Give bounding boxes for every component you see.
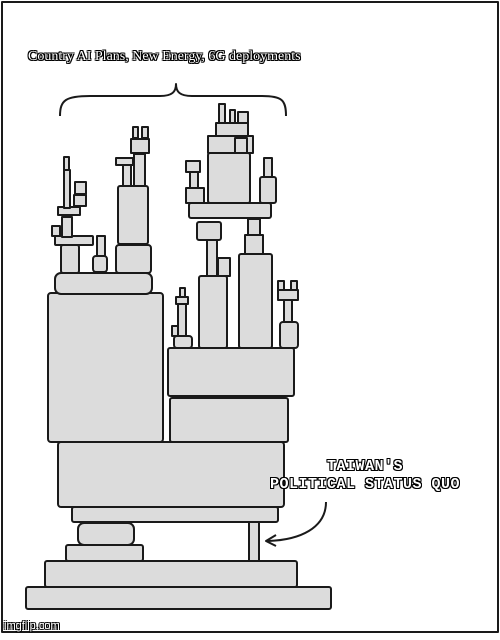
status-quo-label: TAIWAN'S POLITICAL STATUS QUO: [252, 458, 478, 494]
right-block-upper: [167, 347, 295, 397]
curly-brace: [59, 83, 287, 117]
imgflip-watermark: imgflip.com: [4, 620, 60, 632]
status-quo-label-line1: TAIWAN'S: [326, 458, 403, 475]
meme-caption: Country AI Plans, New Energy, 6G deploym…: [28, 49, 301, 64]
big-lower-block: [57, 441, 285, 508]
right-block-lower: [169, 397, 289, 443]
base-slab-3: [65, 544, 144, 562]
left-cap: [54, 272, 153, 295]
arrow-head: [265, 534, 277, 547]
left-big-block: [47, 292, 164, 443]
platform-under: [71, 506, 279, 523]
base-slab-2: [44, 560, 298, 588]
status-quo-label-line2: POLITICAL STATUS QUO: [269, 476, 461, 493]
base-slab-4: [77, 522, 135, 546]
status-quo-pillar: [248, 516, 260, 562]
upper-platform: [188, 202, 272, 219]
arrow-line: [267, 501, 327, 542]
base-slab-bottom: [25, 586, 332, 610]
